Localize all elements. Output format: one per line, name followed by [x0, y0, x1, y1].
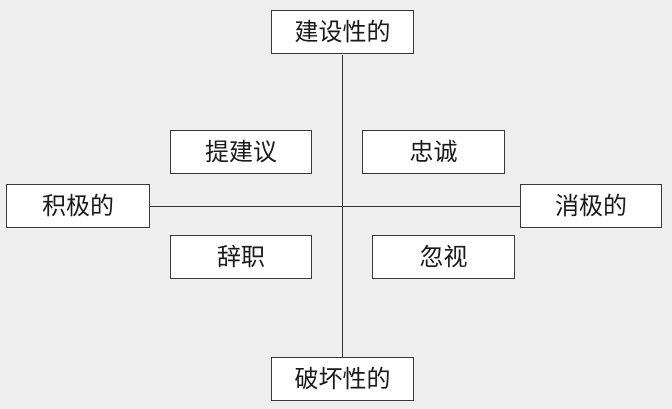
quadrant-bottom-right: 忽视	[372, 235, 515, 279]
axis-label-left: 积极的	[6, 184, 150, 228]
quadrant-top-right: 忠诚	[362, 130, 505, 174]
quadrant-top-left: 提建议	[170, 130, 312, 174]
horizontal-axis-line	[150, 206, 520, 207]
axis-label-right: 消极的	[520, 184, 662, 228]
axis-label-bottom: 破坏性的	[271, 357, 414, 401]
axis-label-top: 建设性的	[271, 10, 414, 54]
quadrant-bottom-left: 辞职	[170, 235, 312, 279]
